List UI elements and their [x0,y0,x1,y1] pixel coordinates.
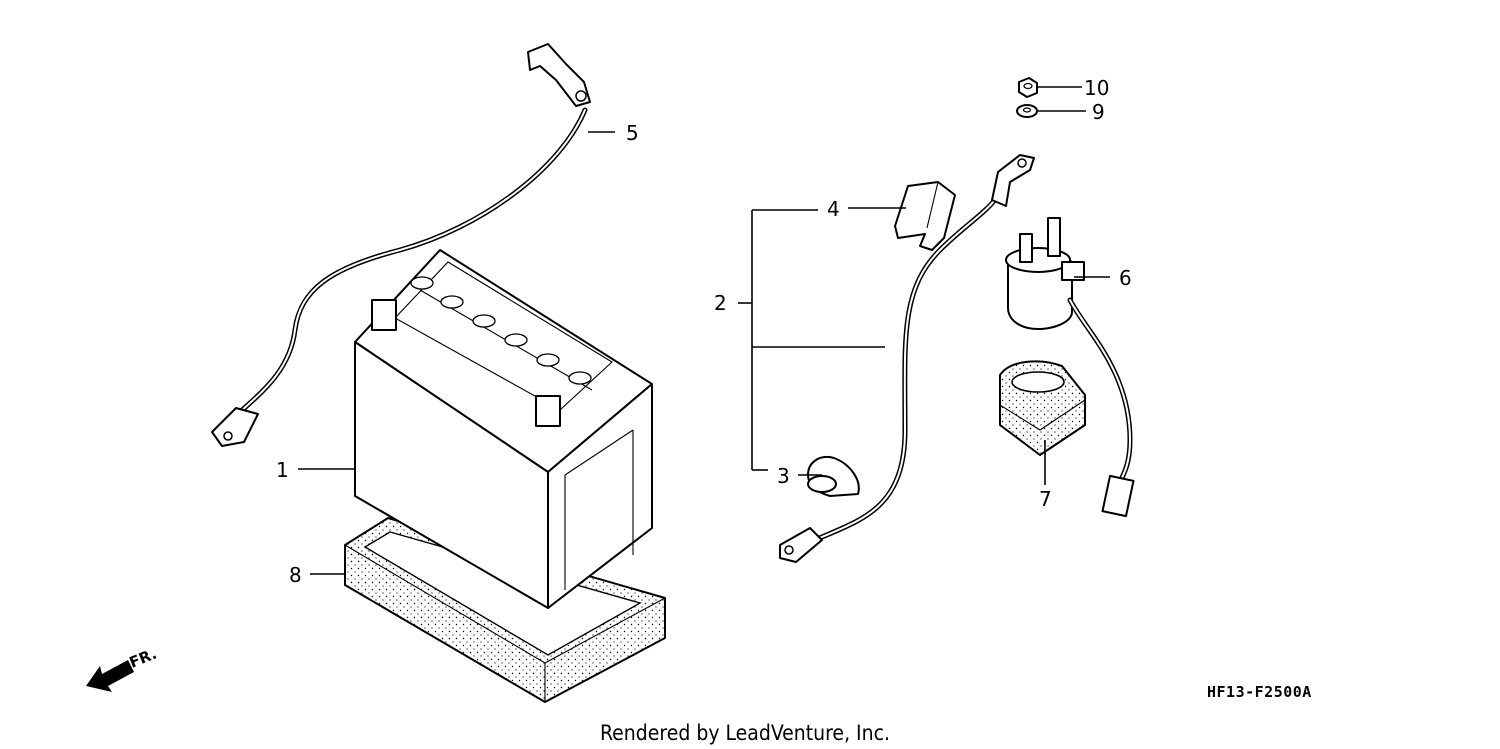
callout-2: 2 [714,291,727,315]
direction-label: FR. [127,645,160,672]
callout-8: 8 [289,563,302,587]
starter-relay [1005,217,1135,518]
callout-4: 4 [827,197,840,221]
callout-1: 1 [276,458,289,482]
battery [354,249,653,609]
credit-text: Rendered by LeadVenture, Inc. [600,721,890,745]
relay-mount [999,360,1086,456]
leader-lines [298,86,1110,575]
callout-7: 7 [1039,487,1052,511]
positive-cable [779,154,1035,563]
callout-3: 3 [777,464,790,488]
terminal-cover [894,181,956,251]
callout-10: 10 [1084,76,1109,100]
diagram-code: HF13-F2500A [1207,683,1312,701]
callout-6: 6 [1119,266,1132,290]
washer [1016,104,1038,118]
terminal-cap [807,456,860,497]
front-direction-arrow: FR. [86,645,159,692]
nut [1018,77,1038,98]
battery-tray [344,517,666,703]
negative-cable [211,43,591,447]
callout-9: 9 [1092,100,1105,124]
callout-5: 5 [626,121,639,145]
